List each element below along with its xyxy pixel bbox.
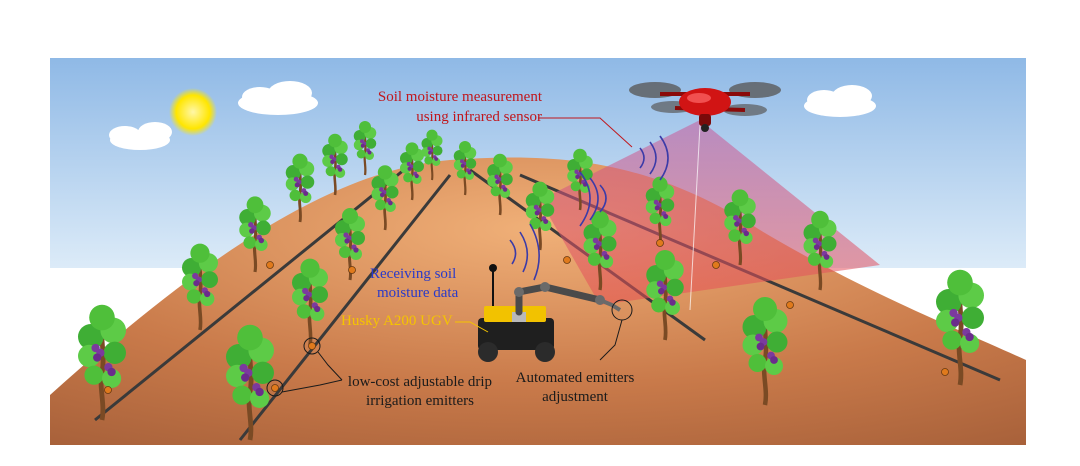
label-emitters-line1: low-cost adjustable drip [348,374,492,390]
emitter-highlight-2 [266,379,284,397]
label-automated-line1: Automated emitters [516,370,635,386]
label-receiving-line1: Receiving soil [370,266,456,282]
leader-lines [281,117,633,393]
cloud-center [238,81,318,115]
label-soil-moisture-line1: Soil moisture measurement [378,89,543,105]
drone [629,82,781,132]
signal-arcs-drone [579,135,669,227]
label-soil-moisture-line2: using infrared sensor [416,109,542,125]
infrared-scan-beam [540,120,880,305]
label-emitters-line2: irrigation emitters [366,393,474,409]
cloud-right [804,85,876,117]
emitter-highlight-1 [303,337,321,355]
husky-robot [478,264,633,362]
signal-arcs-robot [509,223,540,281]
label-automated-line2: adjustment [542,389,609,405]
label-husky: Husky A200 UGV [341,313,453,329]
sun [169,88,217,136]
label-receiving-line2: moisture data [377,285,459,301]
cloud-left [109,122,172,150]
